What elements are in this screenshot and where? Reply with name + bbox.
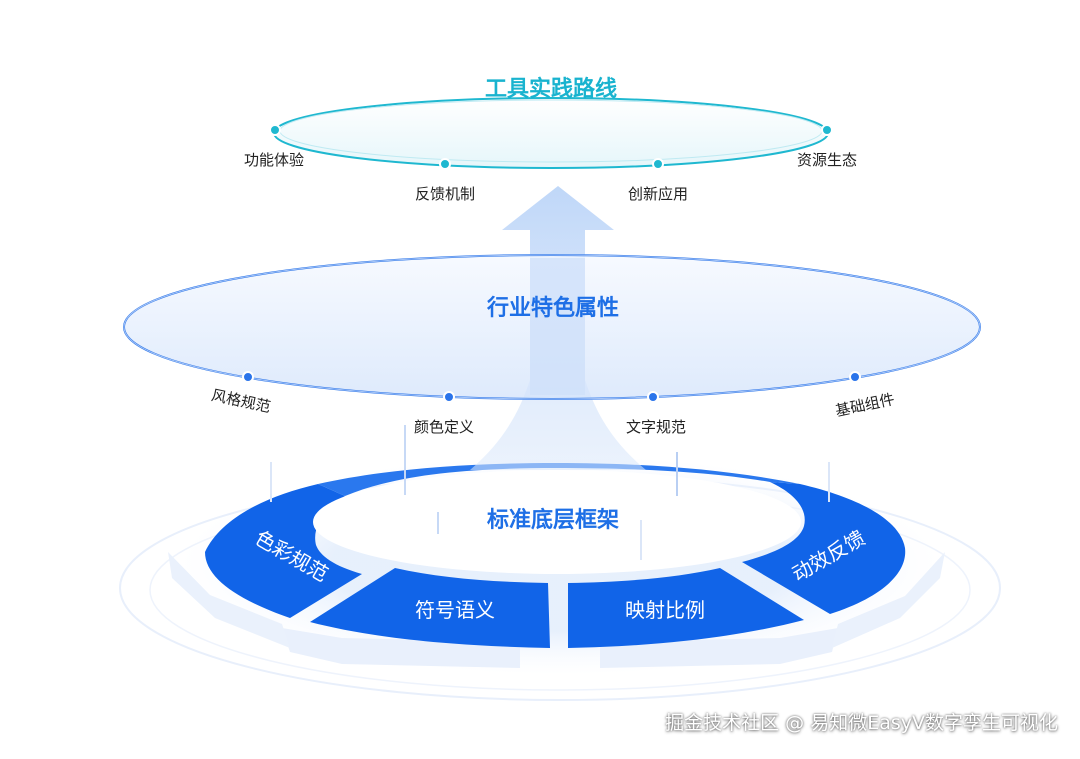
base-ring-top-arc xyxy=(318,463,800,496)
middle-dot-4 xyxy=(849,371,861,383)
top-node-dots xyxy=(269,124,833,170)
base-plate-shadow-left xyxy=(282,628,520,668)
middle-node-label-2: 颜色定义 xyxy=(414,418,474,436)
base-inner-platform xyxy=(313,470,801,574)
base-plate-shadow-right xyxy=(600,628,838,668)
middle-dot-1 xyxy=(242,371,254,383)
top-dot-2 xyxy=(439,158,451,170)
middle-node-dots xyxy=(242,371,861,403)
top-dot-3 xyxy=(652,158,664,170)
middle-dot-3 xyxy=(647,391,659,403)
top-node-label-3: 创新应用 xyxy=(628,185,688,203)
top-node-label-1: 功能体验 xyxy=(244,151,304,169)
base-plate-shadow-farright xyxy=(832,552,945,648)
middle-layer-title: 行业特色属性 xyxy=(486,295,619,321)
segment-symbol-semantics xyxy=(310,568,550,648)
light-beams xyxy=(270,425,830,560)
base-plate-shadow-farleft xyxy=(168,552,290,648)
segment-color-spec xyxy=(205,484,362,618)
middle-node-label-1: 风格规范 xyxy=(210,386,272,416)
segment-label-2: 符号语义 xyxy=(415,598,495,622)
top-node-label-2: 反馈机制 xyxy=(415,185,475,203)
top-ellipse xyxy=(273,97,829,169)
top-node-label-4: 资源生态 xyxy=(797,151,857,169)
segment-label-3: 映射比例 xyxy=(625,598,705,622)
top-layer-title: 工具实践路线 xyxy=(485,76,617,102)
top-layer xyxy=(273,97,829,169)
top-dot-4 xyxy=(821,124,833,136)
segment-motion-feedback xyxy=(742,482,906,614)
watermark: 掘金技术社区 @ 易知微EasyV数字孪生可视化 xyxy=(665,712,1058,734)
base-layer xyxy=(168,463,945,668)
middle-node-label-4: 基础组件 xyxy=(834,390,896,420)
segment-mapping-ratio xyxy=(568,568,804,648)
base-layer-title: 标准底层框架 xyxy=(487,507,619,533)
middle-node-label-3: 文字规范 xyxy=(626,418,686,436)
top-dot-1 xyxy=(269,124,281,136)
middle-layer xyxy=(123,254,981,400)
middle-dot-2 xyxy=(443,391,455,403)
